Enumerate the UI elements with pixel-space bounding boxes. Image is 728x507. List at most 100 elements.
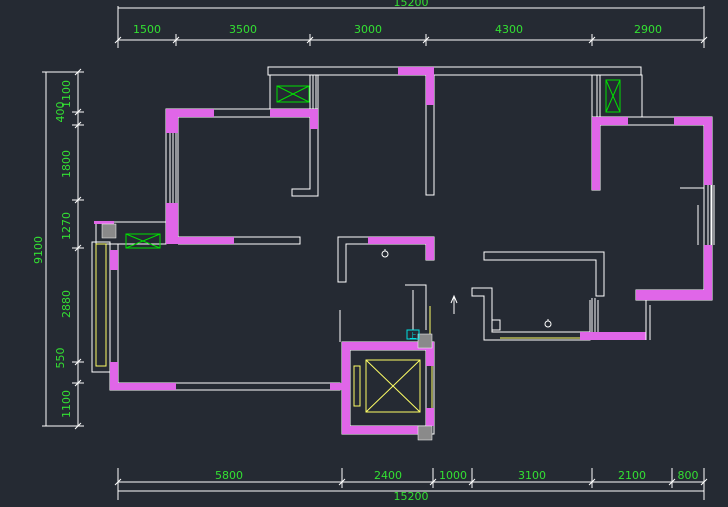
north-arrow-icon (450, 294, 458, 314)
column-block (101, 223, 117, 239)
wall-fill-segment (178, 237, 234, 244)
bottom-dimension-3: 1000 (439, 469, 467, 482)
ac-unit-northeast-cross (605, 79, 621, 113)
west-bay-window (95, 243, 107, 367)
wall-fill-segment (592, 117, 628, 125)
dim-slash (429, 478, 437, 486)
dim-slash (74, 422, 82, 430)
wall-fill-segment (704, 245, 712, 300)
left-dimension-1: 1100 (60, 80, 73, 108)
dim-slash (74, 121, 82, 129)
dim-slash (306, 36, 314, 44)
wall-fill-segment (426, 67, 434, 105)
left-dimension-2: 400 (54, 102, 67, 123)
wall-fill-segment (342, 342, 350, 434)
top-dimension-2: 3500 (229, 23, 257, 36)
left-bedroom-wall (165, 108, 319, 238)
bottom-dimension-chain (114, 468, 708, 500)
dim-slash (74, 108, 82, 116)
right-service-wall (483, 251, 605, 297)
top-balcony-strip (267, 66, 642, 76)
right-lower-wall (471, 287, 591, 341)
bottom-dimension-1: 5800 (215, 469, 243, 482)
wall-fill-segment (110, 362, 118, 390)
bottom-dimension-6: 800 (678, 469, 699, 482)
wall-fill-segment (330, 383, 342, 390)
dim-slash (74, 358, 82, 366)
left-bedroom-bottom-wall (178, 236, 301, 245)
right-bedroom-wall (591, 116, 713, 301)
wall-fill-segment (310, 109, 318, 129)
columns (101, 223, 433, 441)
dim-slash (74, 196, 82, 204)
windows (169, 75, 715, 340)
wall-fill-segment (342, 426, 426, 434)
window-southeast (645, 300, 651, 340)
dim-slash (700, 478, 708, 486)
floor-drain-service (544, 320, 552, 328)
stair-label-box (406, 329, 420, 340)
elevator-core-inner (349, 349, 427, 427)
wall-fill-segment (704, 117, 712, 185)
ac-unit-north-cross (276, 85, 310, 103)
green-fixtures (125, 79, 621, 249)
top-dimension-5: 2900 (634, 23, 662, 36)
wall-fills (94, 67, 712, 434)
window-bedroom-east (707, 185, 715, 245)
dim-slash (172, 36, 180, 44)
top-dimension-4: 4300 (495, 23, 523, 36)
bottom-dimension-5: 2100 (618, 469, 646, 482)
dim-slash (74, 379, 82, 387)
bottom-dimension-2: 2400 (374, 469, 402, 482)
left-dimension-4: 1270 (60, 212, 73, 240)
window-north-left (309, 75, 317, 109)
dim-slash (74, 68, 82, 76)
dim-slash (588, 36, 596, 44)
dim-slash (468, 478, 476, 486)
left-total-dimension: 9100 (32, 236, 45, 264)
elevator-car (365, 359, 421, 413)
ac-unit-northeast (605, 79, 621, 113)
wall-fill-segment (270, 109, 318, 117)
left-dimension-7: 1100 (60, 390, 73, 418)
wall-fill-segment (368, 237, 434, 244)
dim-slash (588, 478, 596, 486)
stair-walls (339, 284, 427, 342)
service-fixture (492, 319, 501, 331)
left-dimension-3: 1800 (60, 150, 73, 178)
column-block (417, 333, 433, 349)
window-bedroom-west (169, 133, 177, 203)
wall-fill-segment (580, 332, 646, 340)
details (381, 249, 552, 331)
wall-fill-segment (110, 250, 118, 270)
wall-fill-segment (426, 342, 434, 366)
wall-fill-segment (166, 109, 214, 117)
dim-slash (338, 478, 346, 486)
elevator-cross-2 (365, 359, 421, 413)
top-dimension-3: 3000 (354, 23, 382, 36)
top-dimension-1: 1500 (133, 23, 161, 36)
wall-fill-segment (426, 237, 434, 260)
dim-slash (700, 36, 708, 44)
wall-fill-segment (166, 109, 178, 133)
floor-drain-kitchen (381, 250, 389, 258)
top-dimension-chain (114, 6, 708, 48)
wall-fill-segment (426, 408, 434, 426)
right-bedroom-details (680, 187, 704, 245)
ac-unit-west (125, 233, 161, 249)
stair-label: 上 (410, 331, 417, 340)
dim-slash (74, 244, 82, 252)
wall-fill-segment (110, 383, 176, 390)
wall-fill-segment (94, 221, 114, 224)
wall-fill-segment (674, 117, 712, 125)
wall-fill-segment (166, 203, 178, 244)
wall-fill-segment (342, 342, 434, 350)
left-dimension-6: 550 (54, 348, 67, 369)
right-door-jambs (589, 300, 599, 332)
dim-slash (114, 36, 122, 44)
window-north-right (596, 75, 601, 117)
wall-fill-segment (636, 290, 712, 300)
left-dimension-chain (42, 68, 84, 430)
